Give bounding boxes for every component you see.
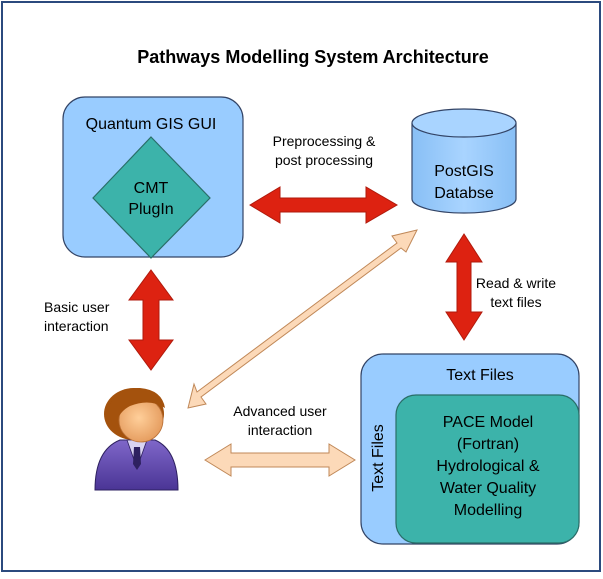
- text-files-side-label: Text Files: [370, 424, 387, 492]
- basic-user-label-line2: interaction: [44, 318, 109, 334]
- pace-label-line5: Modelling: [454, 502, 522, 519]
- preprocessing-arrow: [249, 186, 398, 224]
- pace-label-line4: Water Quality: [440, 480, 536, 497]
- text-files-top-label: Text Files: [446, 367, 514, 384]
- pace-label-line2: (Fortran): [457, 436, 519, 453]
- pace-model-box: PACE Model (Fortran) Hydrological & Wate…: [395, 394, 580, 544]
- postgis-database: PostGIS Databse: [411, 108, 517, 214]
- pace-label-line3: Hydrological &: [436, 458, 539, 475]
- postgis-label-line1: PostGIS: [434, 163, 494, 180]
- preprocessing-label-line1: Preprocessing &: [273, 133, 376, 149]
- pace-label-line1: PACE Model: [443, 414, 533, 431]
- preprocessing-label-line2: post processing: [275, 152, 373, 168]
- postgis-label-line2: Databse: [434, 185, 494, 202]
- basic-user-arrow: [128, 269, 174, 371]
- basic-user-label-line1: Basic user: [44, 299, 110, 315]
- diagram-title: Pathways Modelling System Architecture: [137, 47, 488, 67]
- qgis-label: Quantum GIS GUI: [86, 116, 217, 133]
- cmt-plugin-diamond: CMT PlugIn: [92, 136, 211, 259]
- plugin-label-line2: PlugIn: [128, 201, 173, 218]
- advanced-user-label-line1: Advanced user: [233, 403, 327, 419]
- person-icon: [94, 387, 179, 491]
- plugin-label-line1: CMT: [134, 180, 169, 197]
- read-write-label-line2: text files: [490, 294, 541, 310]
- read-write-label-line1: Read & write: [476, 275, 556, 291]
- advanced-user-arrow: [204, 443, 356, 477]
- user-postgis-arrow: [187, 229, 418, 409]
- read-write-arrow: [445, 233, 483, 341]
- advanced-user-label-line2: interaction: [248, 422, 313, 438]
